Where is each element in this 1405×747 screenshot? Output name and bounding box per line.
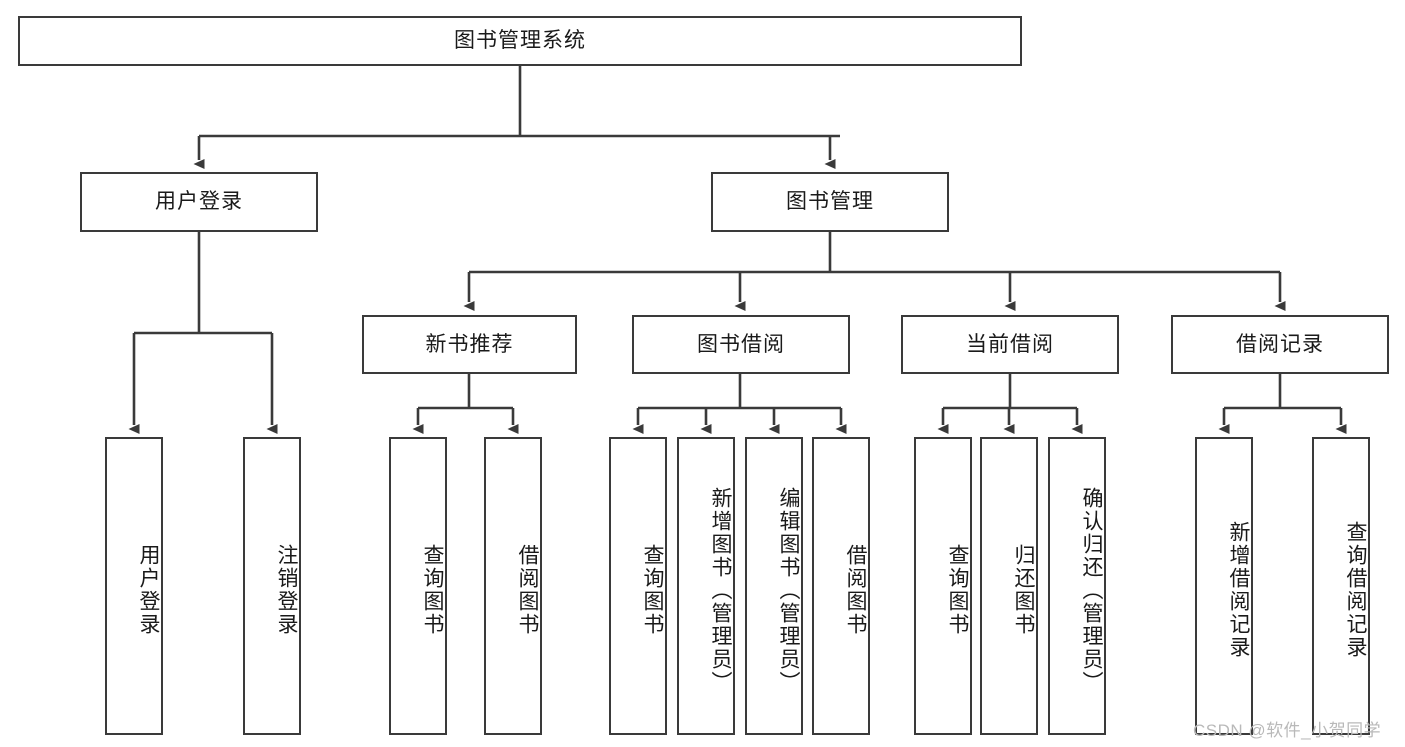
node-leaf-borrow-book[interactable]: 借阅图书 bbox=[812, 437, 870, 735]
node-book-borrow[interactable]: 图书借阅 bbox=[632, 315, 850, 374]
node-leaf-logout[interactable]: 注销登录 bbox=[243, 437, 301, 735]
node-leaf-query-book-current[interactable]: 查询图书 bbox=[914, 437, 972, 735]
node-leaf-query-book-recommend-label: 查询图书 bbox=[421, 544, 444, 636]
node-new-book-recommend[interactable]: 新书推荐 bbox=[362, 315, 577, 374]
node-user-login-label: 用户登录 bbox=[155, 190, 243, 214]
node-leaf-return-book[interactable]: 归还图书 bbox=[980, 437, 1038, 735]
node-user-login[interactable]: 用户登录 bbox=[80, 172, 318, 232]
node-leaf-borrow-book-label: 借阅图书 bbox=[844, 544, 867, 636]
node-current-borrow-label: 当前借阅 bbox=[966, 332, 1054, 356]
node-leaf-user-login[interactable]: 用户登录 bbox=[105, 437, 163, 735]
node-new-book-recommend-label: 新书推荐 bbox=[425, 332, 514, 356]
node-borrow-record-label: 借阅记录 bbox=[1236, 332, 1324, 356]
node-leaf-query-book-current-label: 查询图书 bbox=[946, 544, 969, 636]
node-root[interactable]: 图书管理系统 bbox=[18, 16, 1022, 66]
node-root-label: 图书管理系统 bbox=[454, 29, 586, 53]
node-book-manage-label: 图书管理 bbox=[786, 190, 874, 214]
node-leaf-confirm-return[interactable]: 确认归还（管理员） bbox=[1048, 437, 1106, 735]
node-book-manage[interactable]: 图书管理 bbox=[711, 172, 949, 232]
node-current-borrow[interactable]: 当前借阅 bbox=[901, 315, 1119, 374]
node-leaf-add-borrow-record-label: 新增借阅记录 bbox=[1227, 521, 1250, 659]
node-book-borrow-label: 图书借阅 bbox=[697, 332, 785, 356]
node-leaf-query-book-borrow[interactable]: 查询图书 bbox=[609, 437, 667, 735]
node-leaf-edit-book-label: 编辑图书（管理员） bbox=[777, 486, 800, 694]
node-leaf-add-borrow-record[interactable]: 新增借阅记录 bbox=[1195, 437, 1253, 735]
node-leaf-borrow-book-recommend-label: 借阅图书 bbox=[516, 544, 539, 636]
node-leaf-logout-label: 注销登录 bbox=[275, 544, 298, 636]
node-leaf-confirm-return-label: 确认归还（管理员） bbox=[1080, 486, 1103, 694]
node-borrow-record[interactable]: 借阅记录 bbox=[1171, 315, 1389, 374]
node-leaf-query-borrow-record[interactable]: 查询借阅记录 bbox=[1312, 437, 1370, 735]
node-leaf-user-login-label: 用户登录 bbox=[137, 544, 160, 636]
node-leaf-query-borrow-record-label: 查询借阅记录 bbox=[1344, 521, 1367, 659]
node-leaf-query-book-borrow-label: 查询图书 bbox=[641, 544, 664, 636]
node-leaf-add-book[interactable]: 新增图书（管理员） bbox=[677, 437, 735, 735]
node-leaf-borrow-book-recommend[interactable]: 借阅图书 bbox=[484, 437, 542, 735]
csdn-watermark: CSDN @软件_小贺同学 bbox=[1193, 721, 1382, 740]
node-leaf-return-book-label: 归还图书 bbox=[1012, 544, 1035, 636]
node-leaf-add-book-label: 新增图书（管理员） bbox=[709, 486, 732, 694]
node-leaf-edit-book[interactable]: 编辑图书（管理员） bbox=[745, 437, 803, 735]
node-leaf-query-book-recommend[interactable]: 查询图书 bbox=[389, 437, 447, 735]
